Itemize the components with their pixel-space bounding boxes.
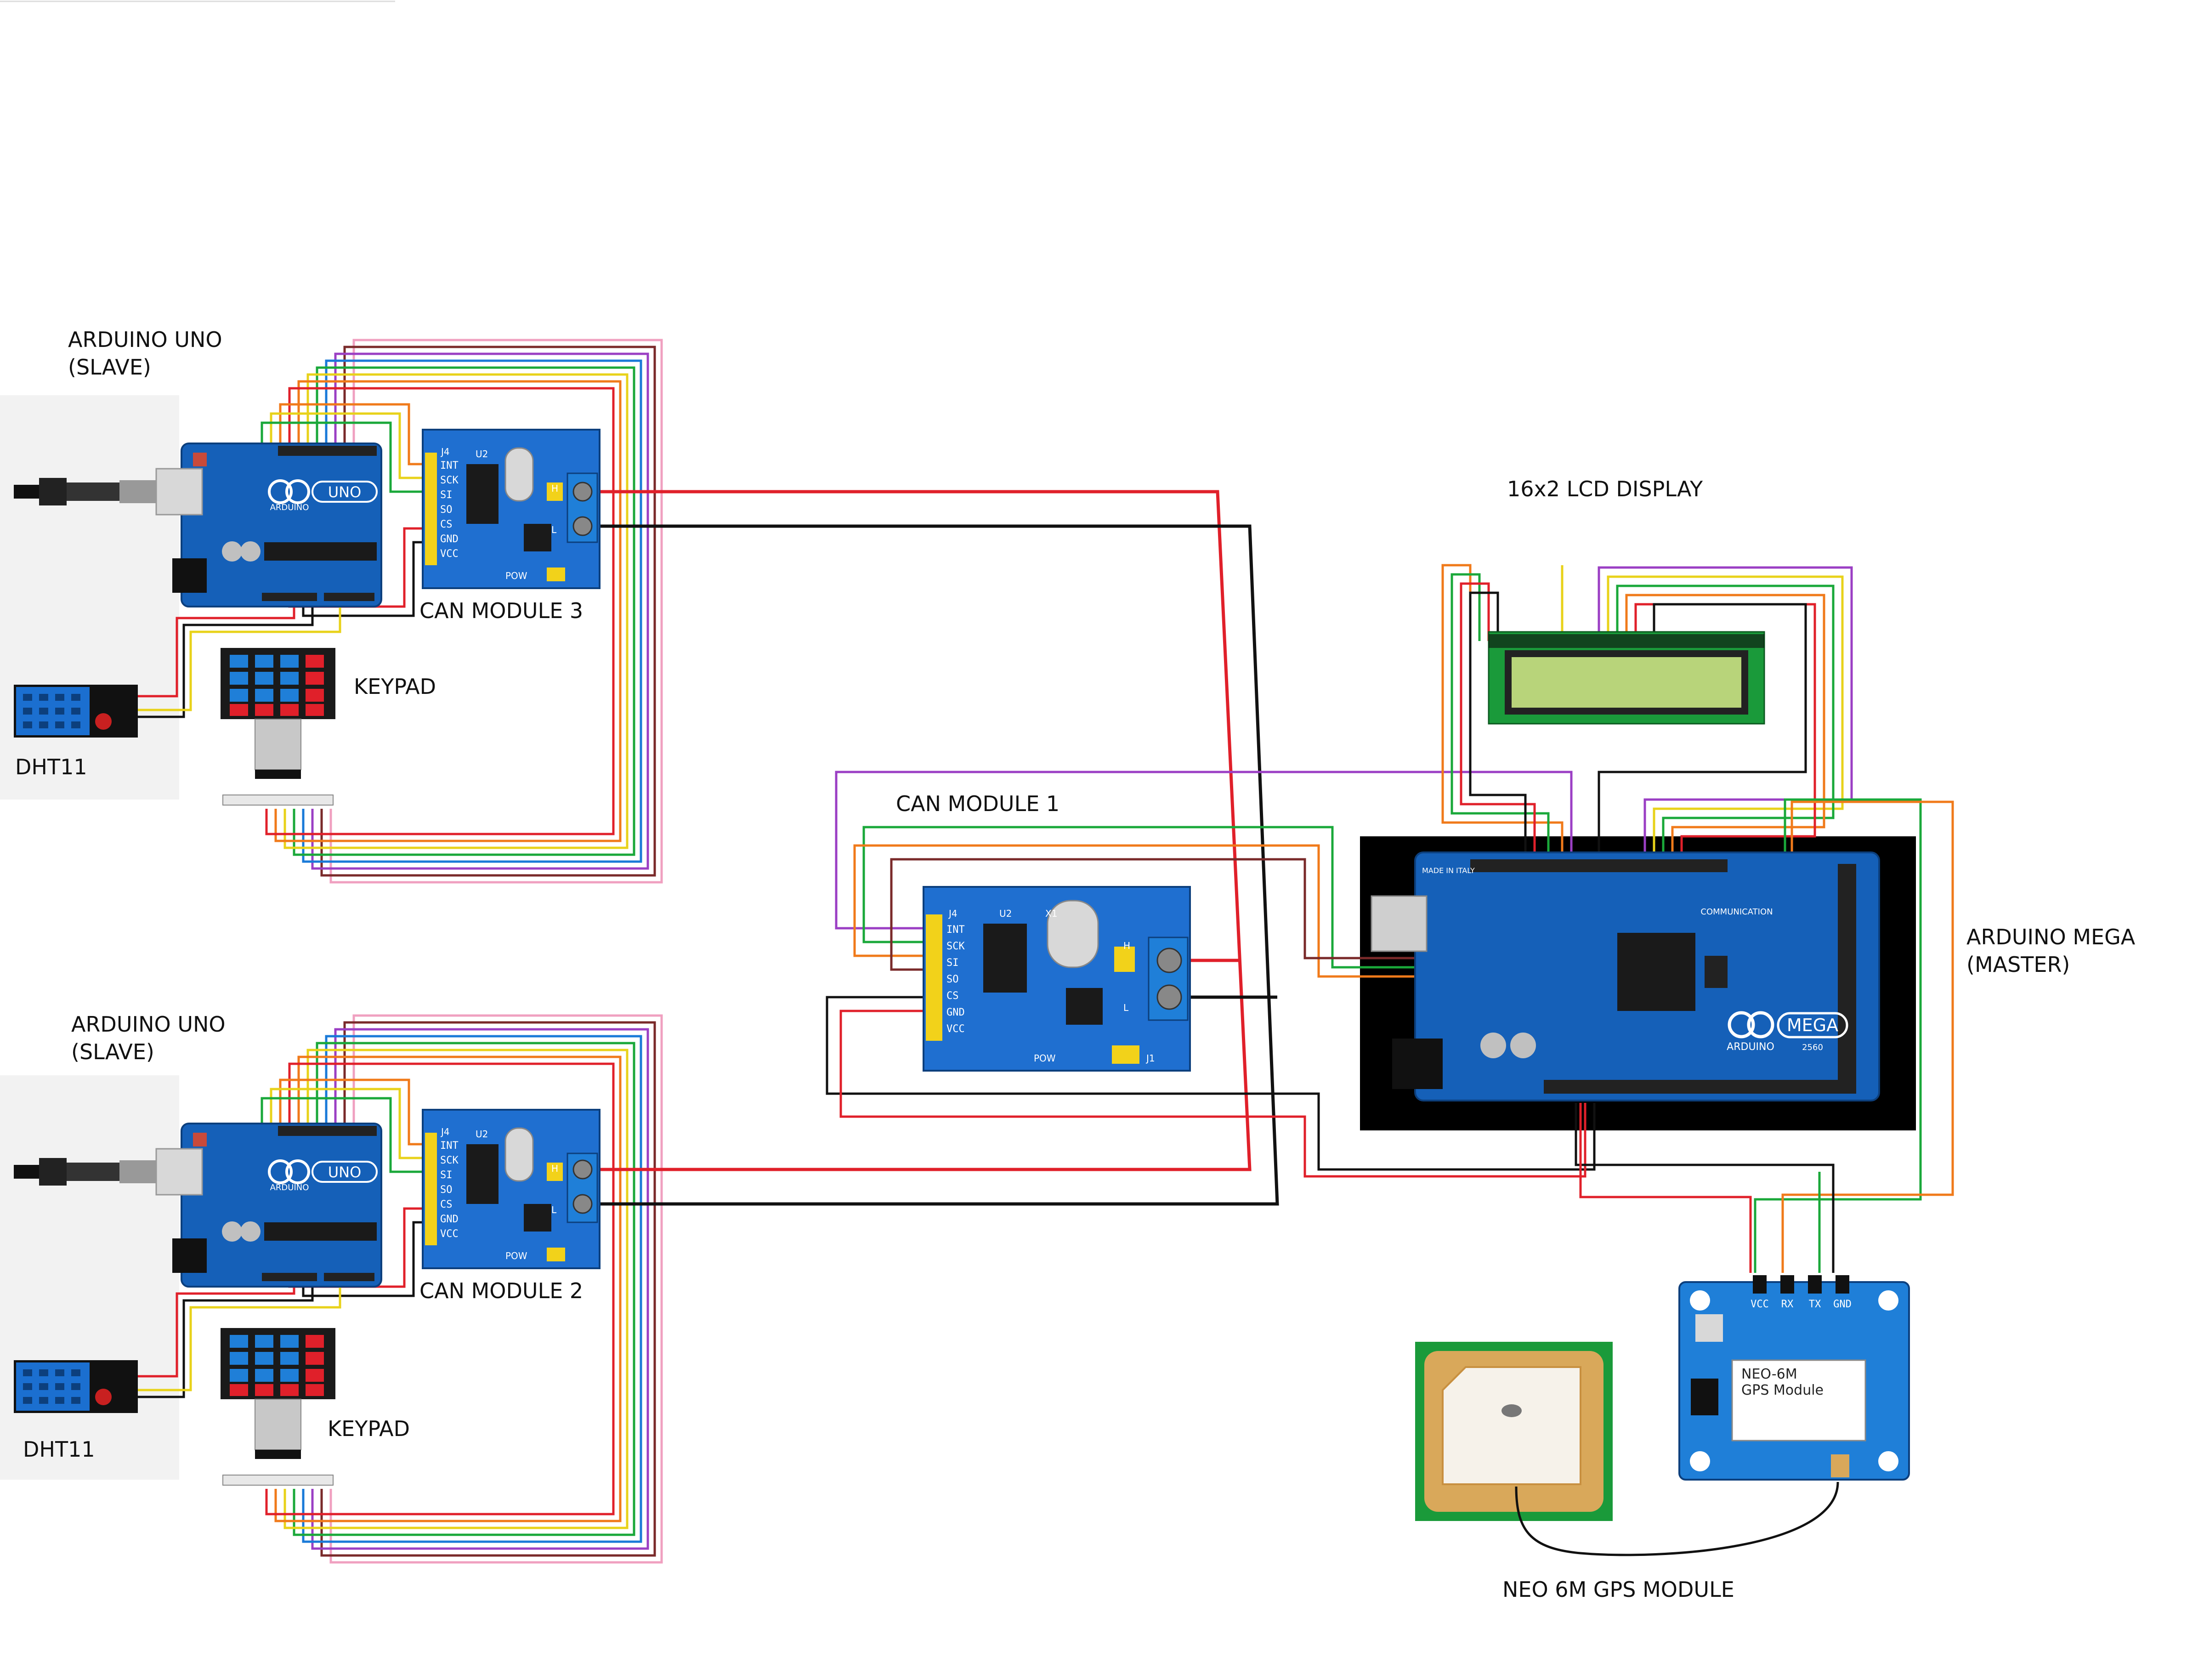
uno-bottom-role: (SLAVE): [71, 1039, 154, 1064]
uno-top-role: (SLAVE): [68, 355, 151, 380]
uno-top-logo: UNO: [328, 483, 362, 501]
can-bus-wires: [581, 490, 1279, 1206]
mega-comm: COMMUNICATION: [1700, 907, 1773, 917]
can1-x1: X1: [1045, 908, 1057, 919]
slave-bottom-wires: [138, 1014, 663, 1564]
gps-antenna: [1415, 1342, 1839, 1556]
can1-pow: POW: [1034, 1053, 1056, 1064]
uno-bottom-background: [0, 1075, 179, 1480]
dht11-top: [14, 685, 138, 738]
can2-pin: INT: [440, 1140, 459, 1152]
can3-pin: CS: [440, 519, 453, 530]
gps-label: NEO 6M GPS MODULE: [1502, 1577, 1734, 1602]
mega-logo: MEGA: [1787, 1015, 1838, 1035]
can1-pin: CS: [946, 990, 959, 1002]
can1-label: CAN MODULE 1: [896, 791, 1060, 816]
usb-cable-bottom-icon: [14, 1158, 156, 1186]
can3-pow: POW: [505, 570, 527, 581]
uno-top-title: ARDUINO UNO: [68, 327, 222, 352]
uno-top-background: [0, 395, 179, 800]
can2-h: H: [551, 1163, 558, 1174]
can3-pin: VCC: [440, 548, 459, 560]
can2-pin: SI: [440, 1169, 453, 1181]
can3-pin: SCK: [440, 475, 459, 486]
gps-pin: VCC: [1751, 1299, 1769, 1310]
mega-role: (MASTER): [1966, 952, 2070, 977]
can3-pin: GND: [440, 534, 459, 545]
can3-u2: U2: [476, 448, 488, 460]
can2-pin: GND: [440, 1214, 459, 1225]
uno-bottom-title: ARDUINO UNO: [71, 1012, 226, 1037]
gps-name-line2: GPS Module: [1741, 1382, 1824, 1398]
keypad-bottom-label: KEYPAD: [328, 1416, 410, 1441]
can2-pin: VCC: [440, 1228, 459, 1240]
can1-j4: J4: [948, 908, 958, 919]
gps-pin: TX: [1809, 1299, 1821, 1310]
can3-l: L: [551, 524, 557, 535]
can1-h: H: [1123, 940, 1130, 951]
keypad-top-label: KEYPAD: [354, 674, 436, 699]
can2-label: CAN MODULE 2: [419, 1278, 583, 1303]
usb-cable-top-icon: [14, 478, 156, 505]
can1-pin: INT: [946, 924, 965, 936]
arduino-mega: MEGA ARDUINO 2560 COMMUNICATION MADE IN …: [1371, 851, 1880, 1101]
can1-pin: SI: [946, 957, 959, 969]
can1-pin: SCK: [946, 941, 965, 952]
can3-pin: SO: [440, 504, 453, 516]
dht11-bottom: [14, 1360, 138, 1413]
mega-title: ARDUINO MEGA: [1966, 925, 2136, 949]
keypad-bottom: [221, 1328, 335, 1486]
can-module-1: J4 U2 X1 H L POW J1 INT SCK SI SO CS GND…: [923, 886, 1191, 1072]
can1-pin: SO: [946, 974, 959, 985]
uno-top-brand: ARDUINO: [270, 503, 309, 512]
slave-top-wires: [138, 339, 663, 884]
master-wires: [826, 564, 1954, 1273]
can2-pow: POW: [505, 1250, 527, 1261]
dht-top-label: DHT11: [15, 755, 87, 779]
can2-l: L: [551, 1204, 557, 1215]
lcd-label: 16x2 LCD DISPLAY: [1507, 477, 1703, 501]
can2-pin: SO: [440, 1184, 453, 1196]
lcd-display: [1488, 631, 1765, 725]
can1-pin: GND: [946, 1007, 965, 1018]
can2-pin: SCK: [440, 1155, 459, 1166]
gps-pin: RX: [1781, 1299, 1794, 1310]
can1-u2: U2: [999, 908, 1012, 919]
gps-pin: GND: [1833, 1299, 1852, 1310]
can-module-3: J4 U2 H L POW INT SCK SI SO CS GND VCC: [422, 429, 601, 589]
can1-j1: J1: [1145, 1053, 1155, 1064]
can3-j4: J4: [440, 446, 450, 457]
can2-u2: U2: [476, 1129, 488, 1140]
can3-pin: SI: [440, 489, 453, 501]
uno-bottom-brand: ARDUINO: [270, 1183, 309, 1192]
keypad-top: [221, 648, 335, 806]
can1-pin: VCC: [946, 1023, 965, 1035]
mega-model: 2560: [1802, 1043, 1823, 1052]
can3-pin: INT: [440, 460, 459, 471]
arduino-uno-bottom: UNO ARDUINO: [14, 1123, 382, 1288]
can2-pin: CS: [440, 1199, 453, 1210]
dht-bottom-label: DHT11: [23, 1437, 95, 1462]
gps-module: VCC RX TX GND NEO-6M GPS Module: [1678, 1275, 1910, 1481]
labels: ARDUINO UNO (SLAVE) CAN MODULE 3 KEYPAD …: [15, 327, 2136, 1602]
can3-h: H: [551, 483, 558, 494]
can2-j4: J4: [440, 1126, 450, 1137]
can3-label: CAN MODULE 3: [419, 598, 583, 623]
can-module-2: J4 U2 H L POW INT SCK SI SO CS GND VCC: [422, 1109, 601, 1269]
mega-madein: MADE IN ITALY: [1422, 866, 1475, 875]
gps-name-line1: NEO-6M: [1741, 1366, 1797, 1382]
arduino-uno-top: UNO ARDUINO: [14, 443, 382, 607]
mega-brand: ARDUINO: [1727, 1041, 1774, 1053]
can1-l: L: [1123, 1002, 1129, 1013]
uno-bottom-logo: UNO: [328, 1164, 362, 1181]
